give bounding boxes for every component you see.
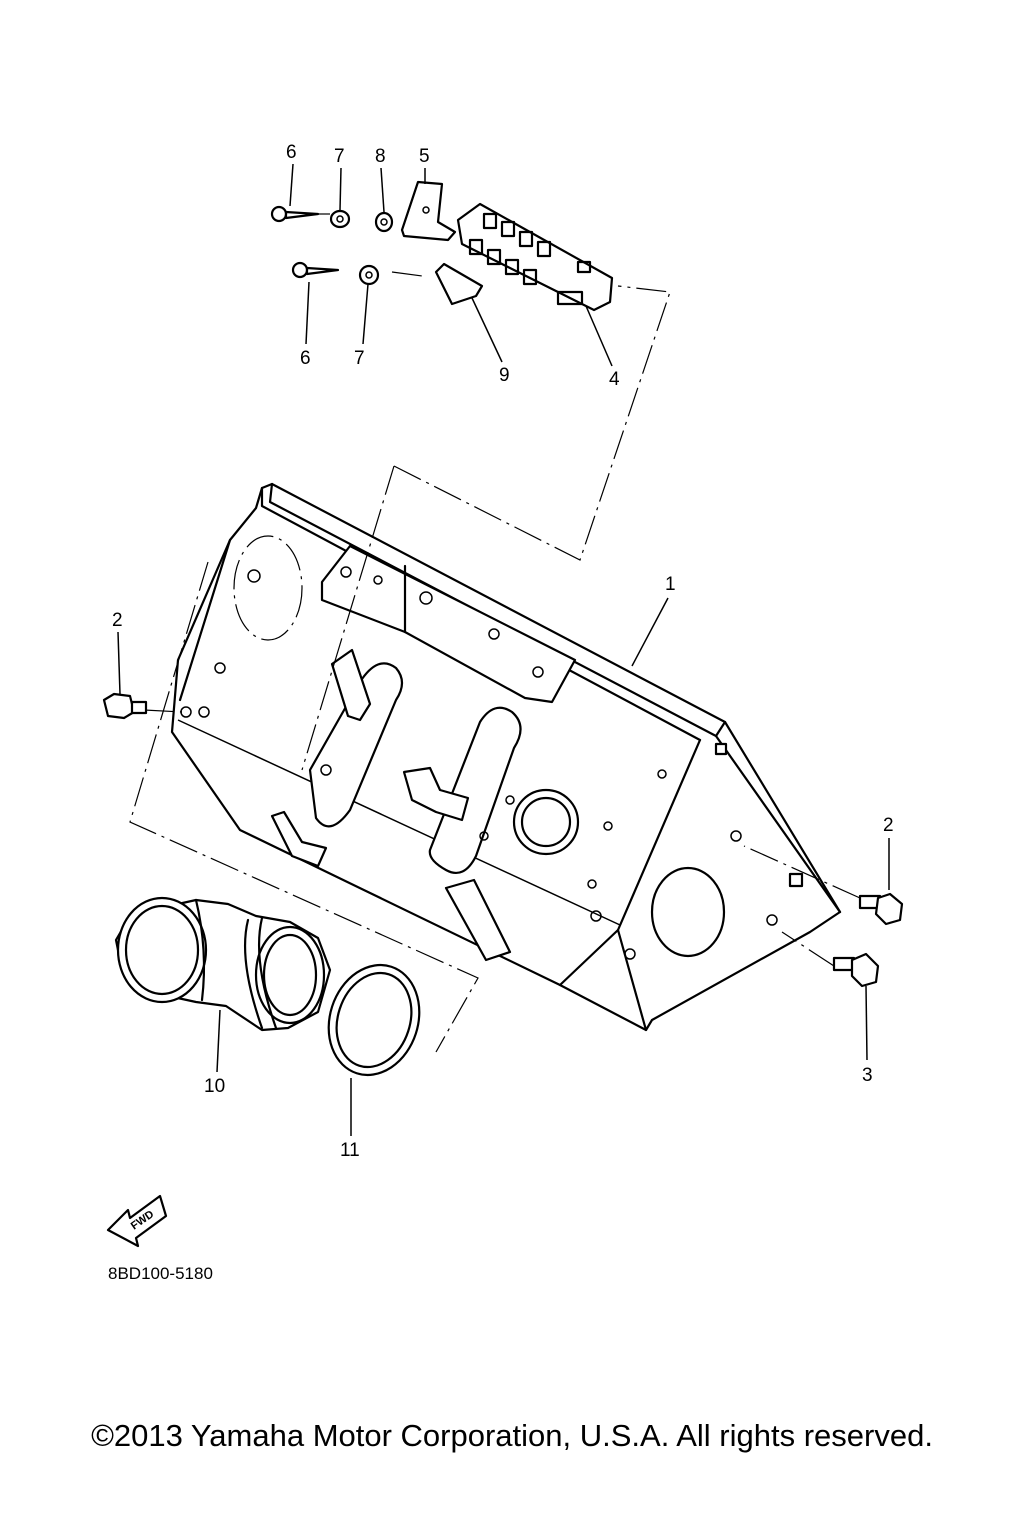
callout-1: 1: [665, 574, 676, 595]
callout-7-lower: 7: [354, 348, 365, 369]
callout-11: 11: [340, 1140, 360, 1161]
bracket-5: [400, 180, 457, 242]
gasket-11: [327, 963, 421, 1077]
leader-lines: [117, 163, 890, 1136]
main-plate: [170, 482, 842, 1032]
screw-6-upper: [270, 205, 320, 223]
diagram-code: 8BD100-5180: [108, 1264, 213, 1283]
washer-8: [374, 211, 394, 233]
callout-2-left: 2: [112, 610, 123, 631]
callout-9: 9: [499, 365, 510, 386]
callout-7-upper: 7: [334, 146, 345, 167]
callout-6-upper: 6: [286, 142, 297, 163]
callout-10: 10: [204, 1076, 225, 1097]
callout-2-right: 2: [883, 815, 894, 836]
clamp-9: [434, 262, 484, 306]
washer-7-upper: [329, 209, 351, 229]
bolt-3: [832, 952, 880, 988]
washer-7-lower: [358, 264, 380, 286]
callouts: 6 7 8 5 6 7 9 4 1 2 2 3 10 11: [112, 142, 894, 1161]
terminal-block-4: [456, 202, 614, 312]
callout-5: 5: [419, 146, 430, 167]
copyright-notice: ©2013 Yamaha Motor Corporation, U.S.A. A…: [91, 1418, 933, 1453]
callout-4: 4: [609, 369, 620, 390]
forward-direction-arrow: FWD: [106, 1194, 168, 1248]
bolt-2-right: [858, 892, 904, 926]
callout-8: 8: [375, 146, 386, 167]
callout-3: 3: [862, 1065, 873, 1086]
assembly-lines: [129, 213, 861, 1053]
callout-6-lower: 6: [300, 348, 311, 369]
bolt-2-left: [102, 692, 148, 720]
intake-joint-10: [114, 896, 332, 1032]
screw-6-lower: [291, 261, 340, 279]
